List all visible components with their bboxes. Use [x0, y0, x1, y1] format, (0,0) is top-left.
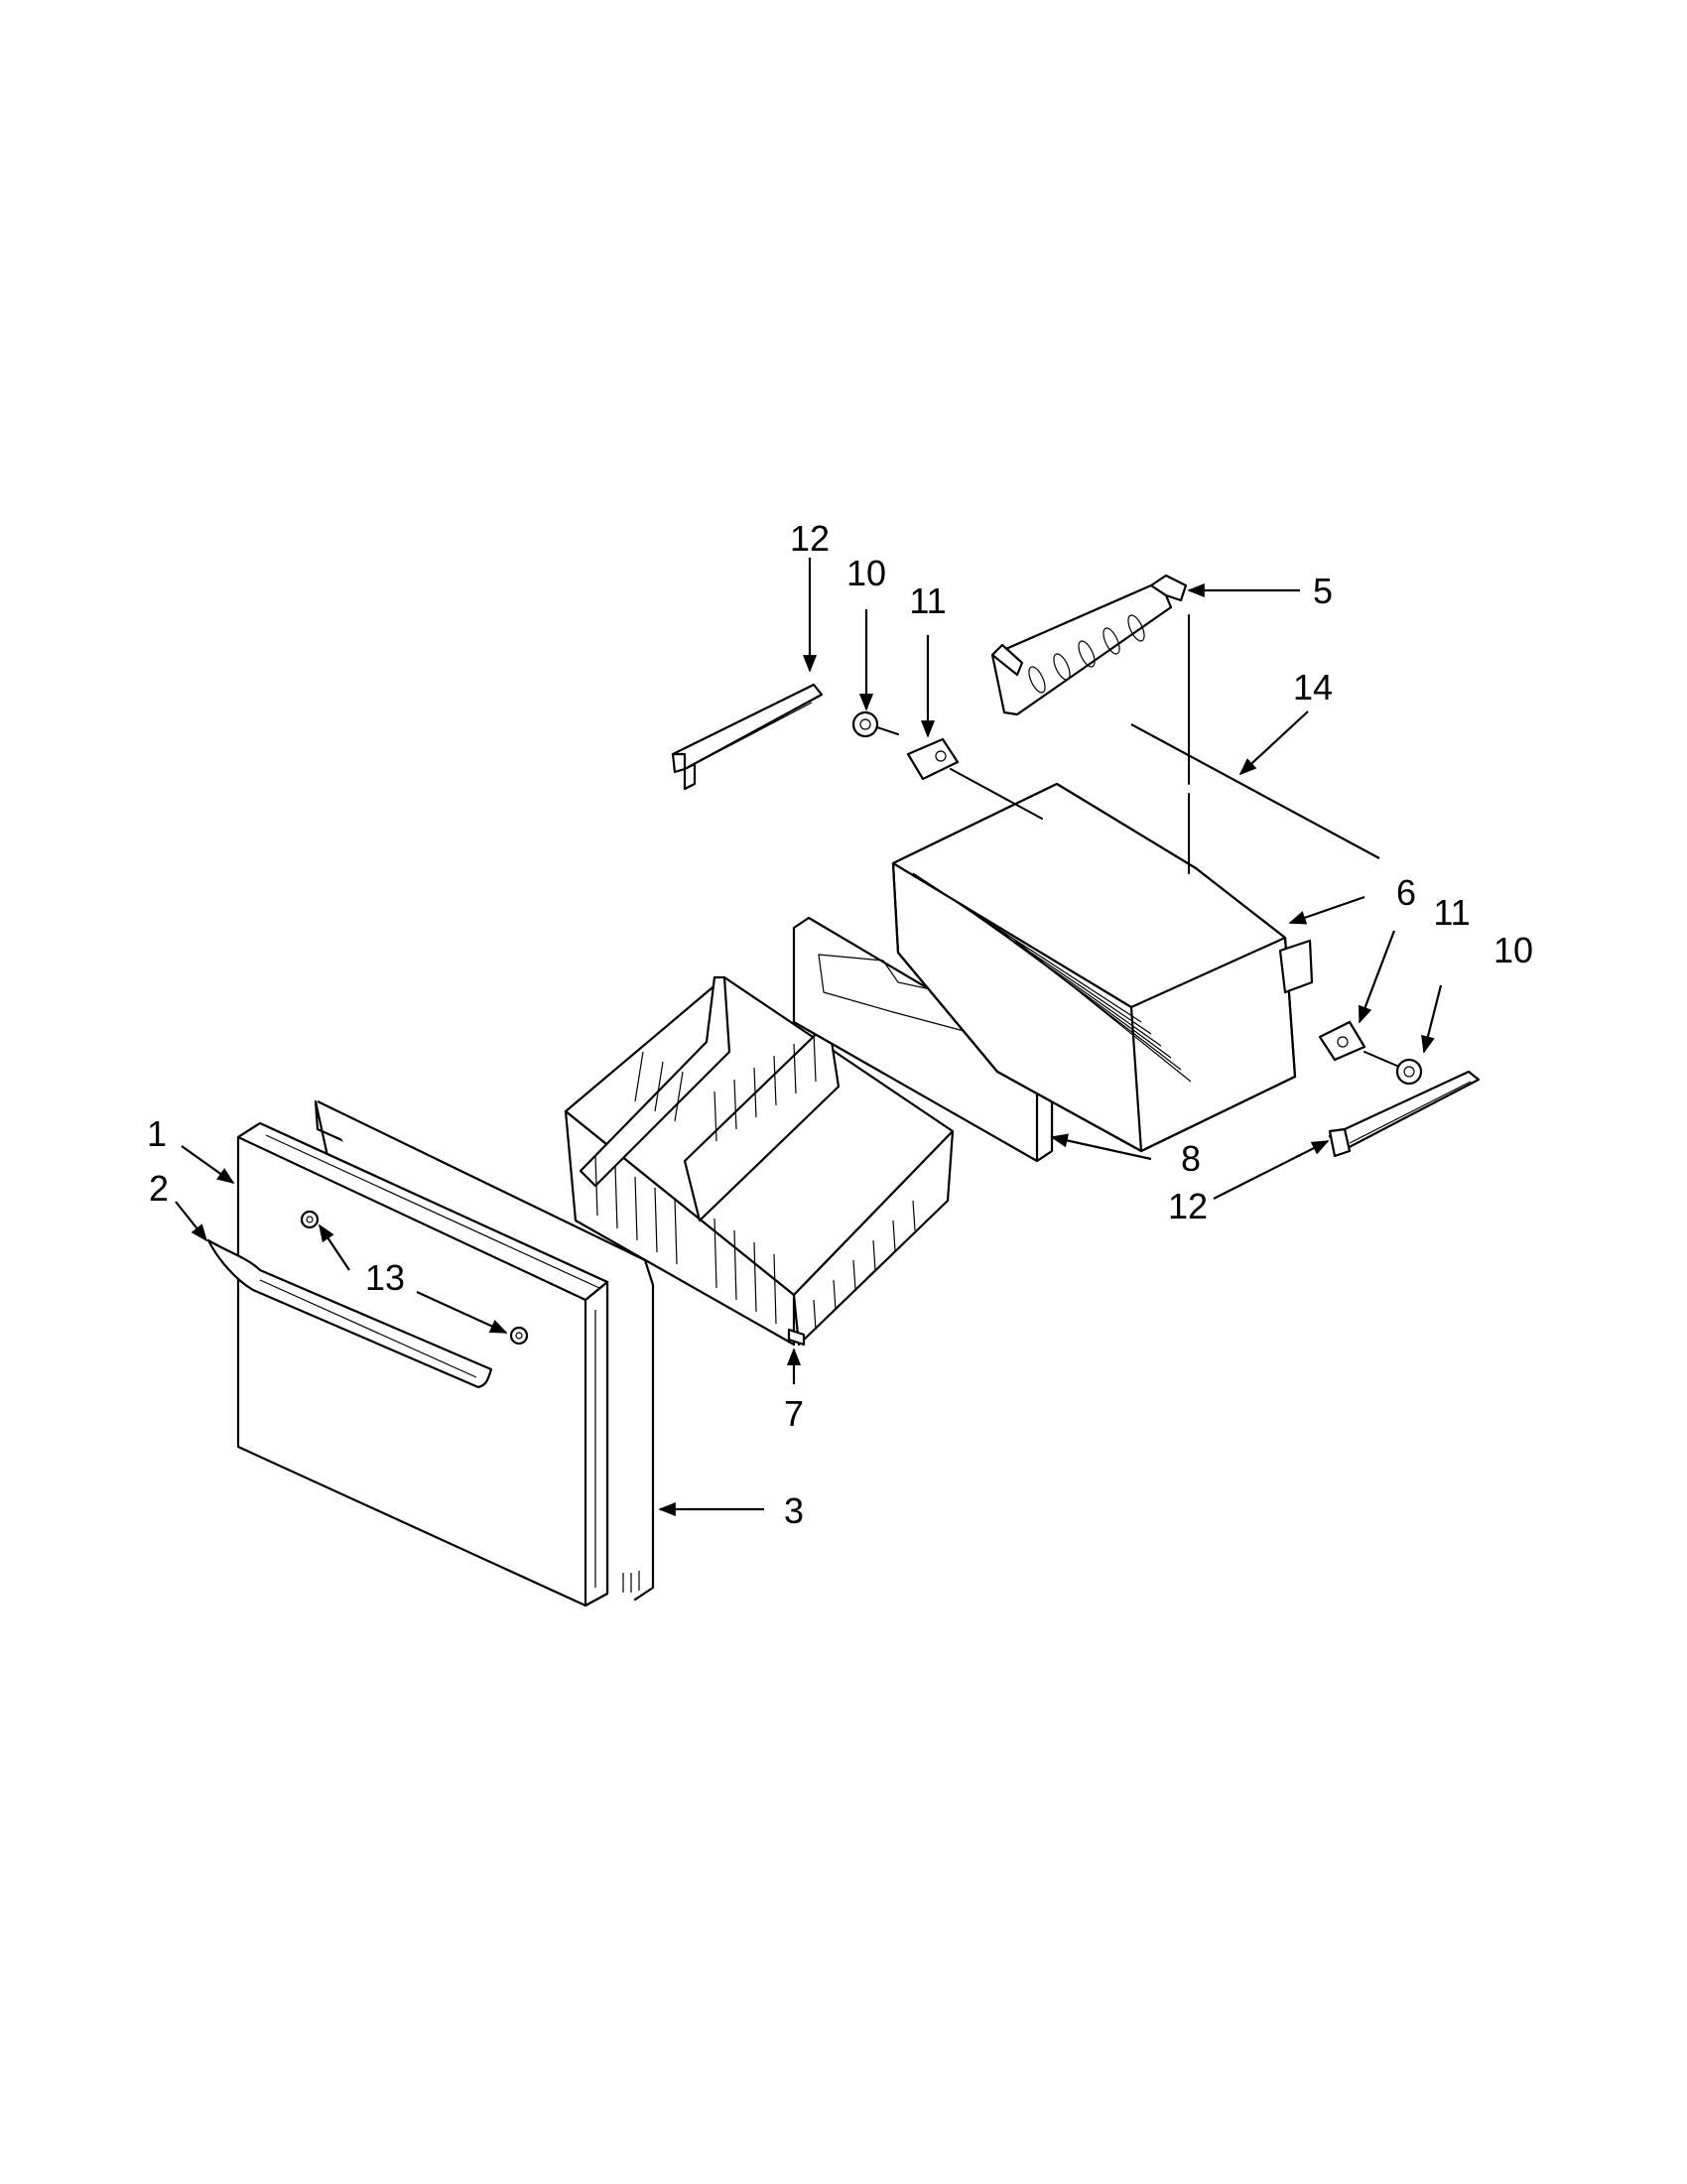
bracket-part [906, 737, 1043, 820]
callout-6: 6 [1396, 872, 1416, 913]
wheel-part [1363, 1051, 1423, 1086]
callout-11-top: 11 [909, 580, 946, 621]
callout-10-right: 10 [1493, 930, 1533, 970]
screw-part [509, 1326, 529, 1346]
slide-rail-part [671, 683, 824, 791]
callout-12-bottom: 12 [1168, 1186, 1208, 1226]
basket-divider-part [990, 574, 1188, 716]
callout-5: 5 [1313, 571, 1333, 611]
drawer-front-assembly [206, 1099, 655, 1607]
drawer-handle [206, 1238, 493, 1389]
wheel-part [851, 710, 899, 738]
callout-12-top: 12 [790, 518, 830, 559]
callout-11-right: 11 [1433, 892, 1470, 933]
callout-1: 1 [147, 1113, 167, 1154]
callout-2: 2 [149, 1168, 169, 1209]
callout-14: 14 [1293, 667, 1333, 707]
callout-labels: 1 2 3 5 6 7 8 10 10 11 11 12 12 13 14 [147, 518, 1533, 1531]
callout-3: 3 [784, 1490, 804, 1531]
basket-rod-part [1130, 723, 1380, 859]
callout-10-top: 10 [846, 553, 886, 593]
wire-basket-part [891, 782, 1314, 1153]
freezer-bin-part [564, 975, 955, 1347]
bracket-part [1318, 1020, 1366, 1062]
callout-8: 8 [1181, 1138, 1201, 1179]
leader-lines [175, 558, 1443, 1517]
callout-13: 13 [365, 1257, 405, 1298]
slide-rail-part [1328, 1070, 1481, 1158]
screw-part [300, 1210, 320, 1229]
callout-7: 7 [784, 1393, 804, 1434]
